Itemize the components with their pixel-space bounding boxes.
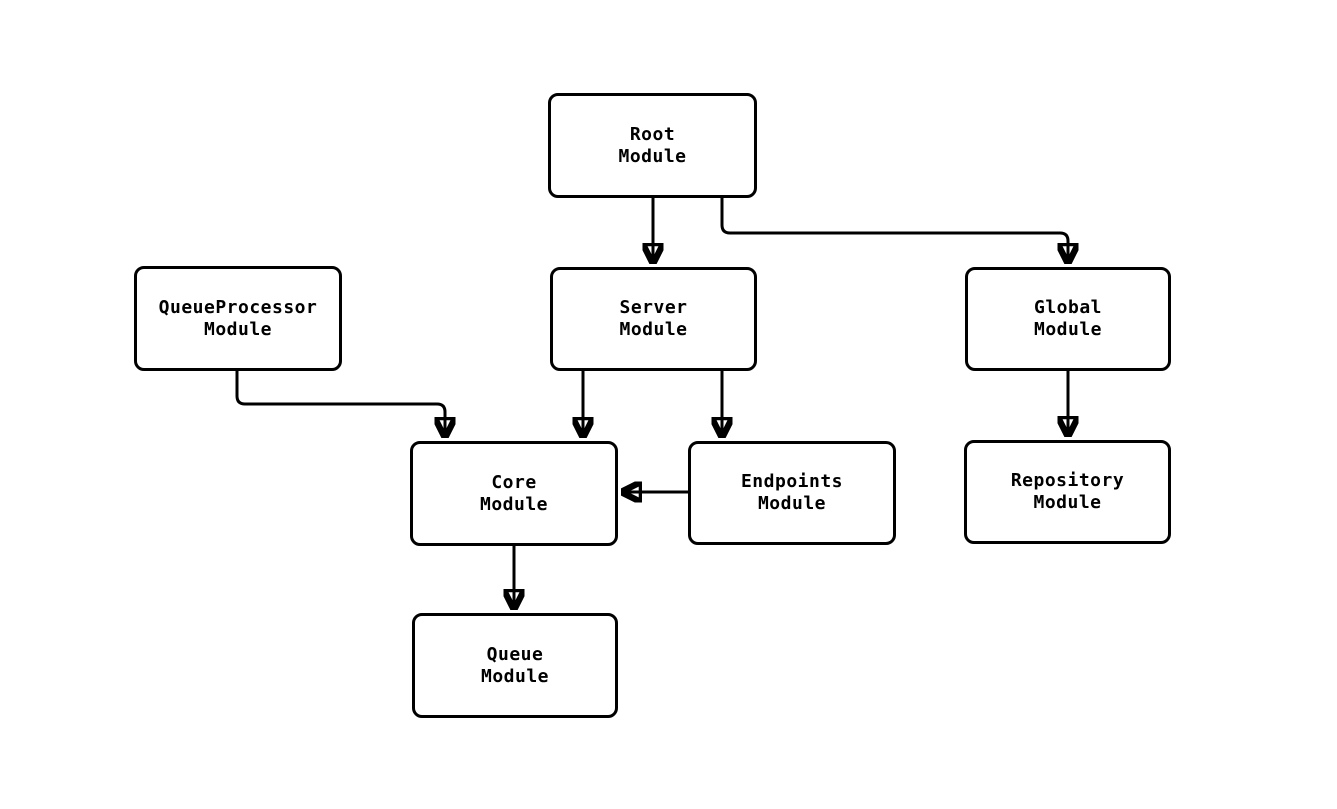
node-queue-module-label: Queue Module: [480, 643, 550, 687]
node-endpoints-module-label: Endpoints Module: [740, 471, 844, 514]
node-global-module-label: Global Module: [1033, 297, 1103, 340]
node-queueprocessor-module-label: QueueProcessor Module: [158, 296, 318, 340]
node-global-module: Global Module: [965, 267, 1171, 371]
node-queue-module: Queue Module: [412, 613, 618, 718]
node-server-module-label: Server Module: [619, 297, 688, 340]
node-server-module: Server Module: [550, 267, 757, 371]
node-endpoints-module: Endpoints Module: [688, 441, 896, 545]
edge-queueprocessor-to-core: [235, 371, 445, 435]
edge-root-to-global: [720, 198, 1068, 261]
node-repository-module: Repository Module: [964, 440, 1171, 544]
node-core-module: Core Module: [410, 441, 618, 546]
node-core-module-label: Core Module: [479, 471, 549, 515]
node-queueprocessor-module: QueueProcessor Module: [134, 266, 342, 371]
node-repository-module-label: Repository Module: [1010, 470, 1125, 513]
node-root-module-label: Root Module: [618, 123, 687, 167]
node-root-module: Root Module: [548, 93, 757, 198]
